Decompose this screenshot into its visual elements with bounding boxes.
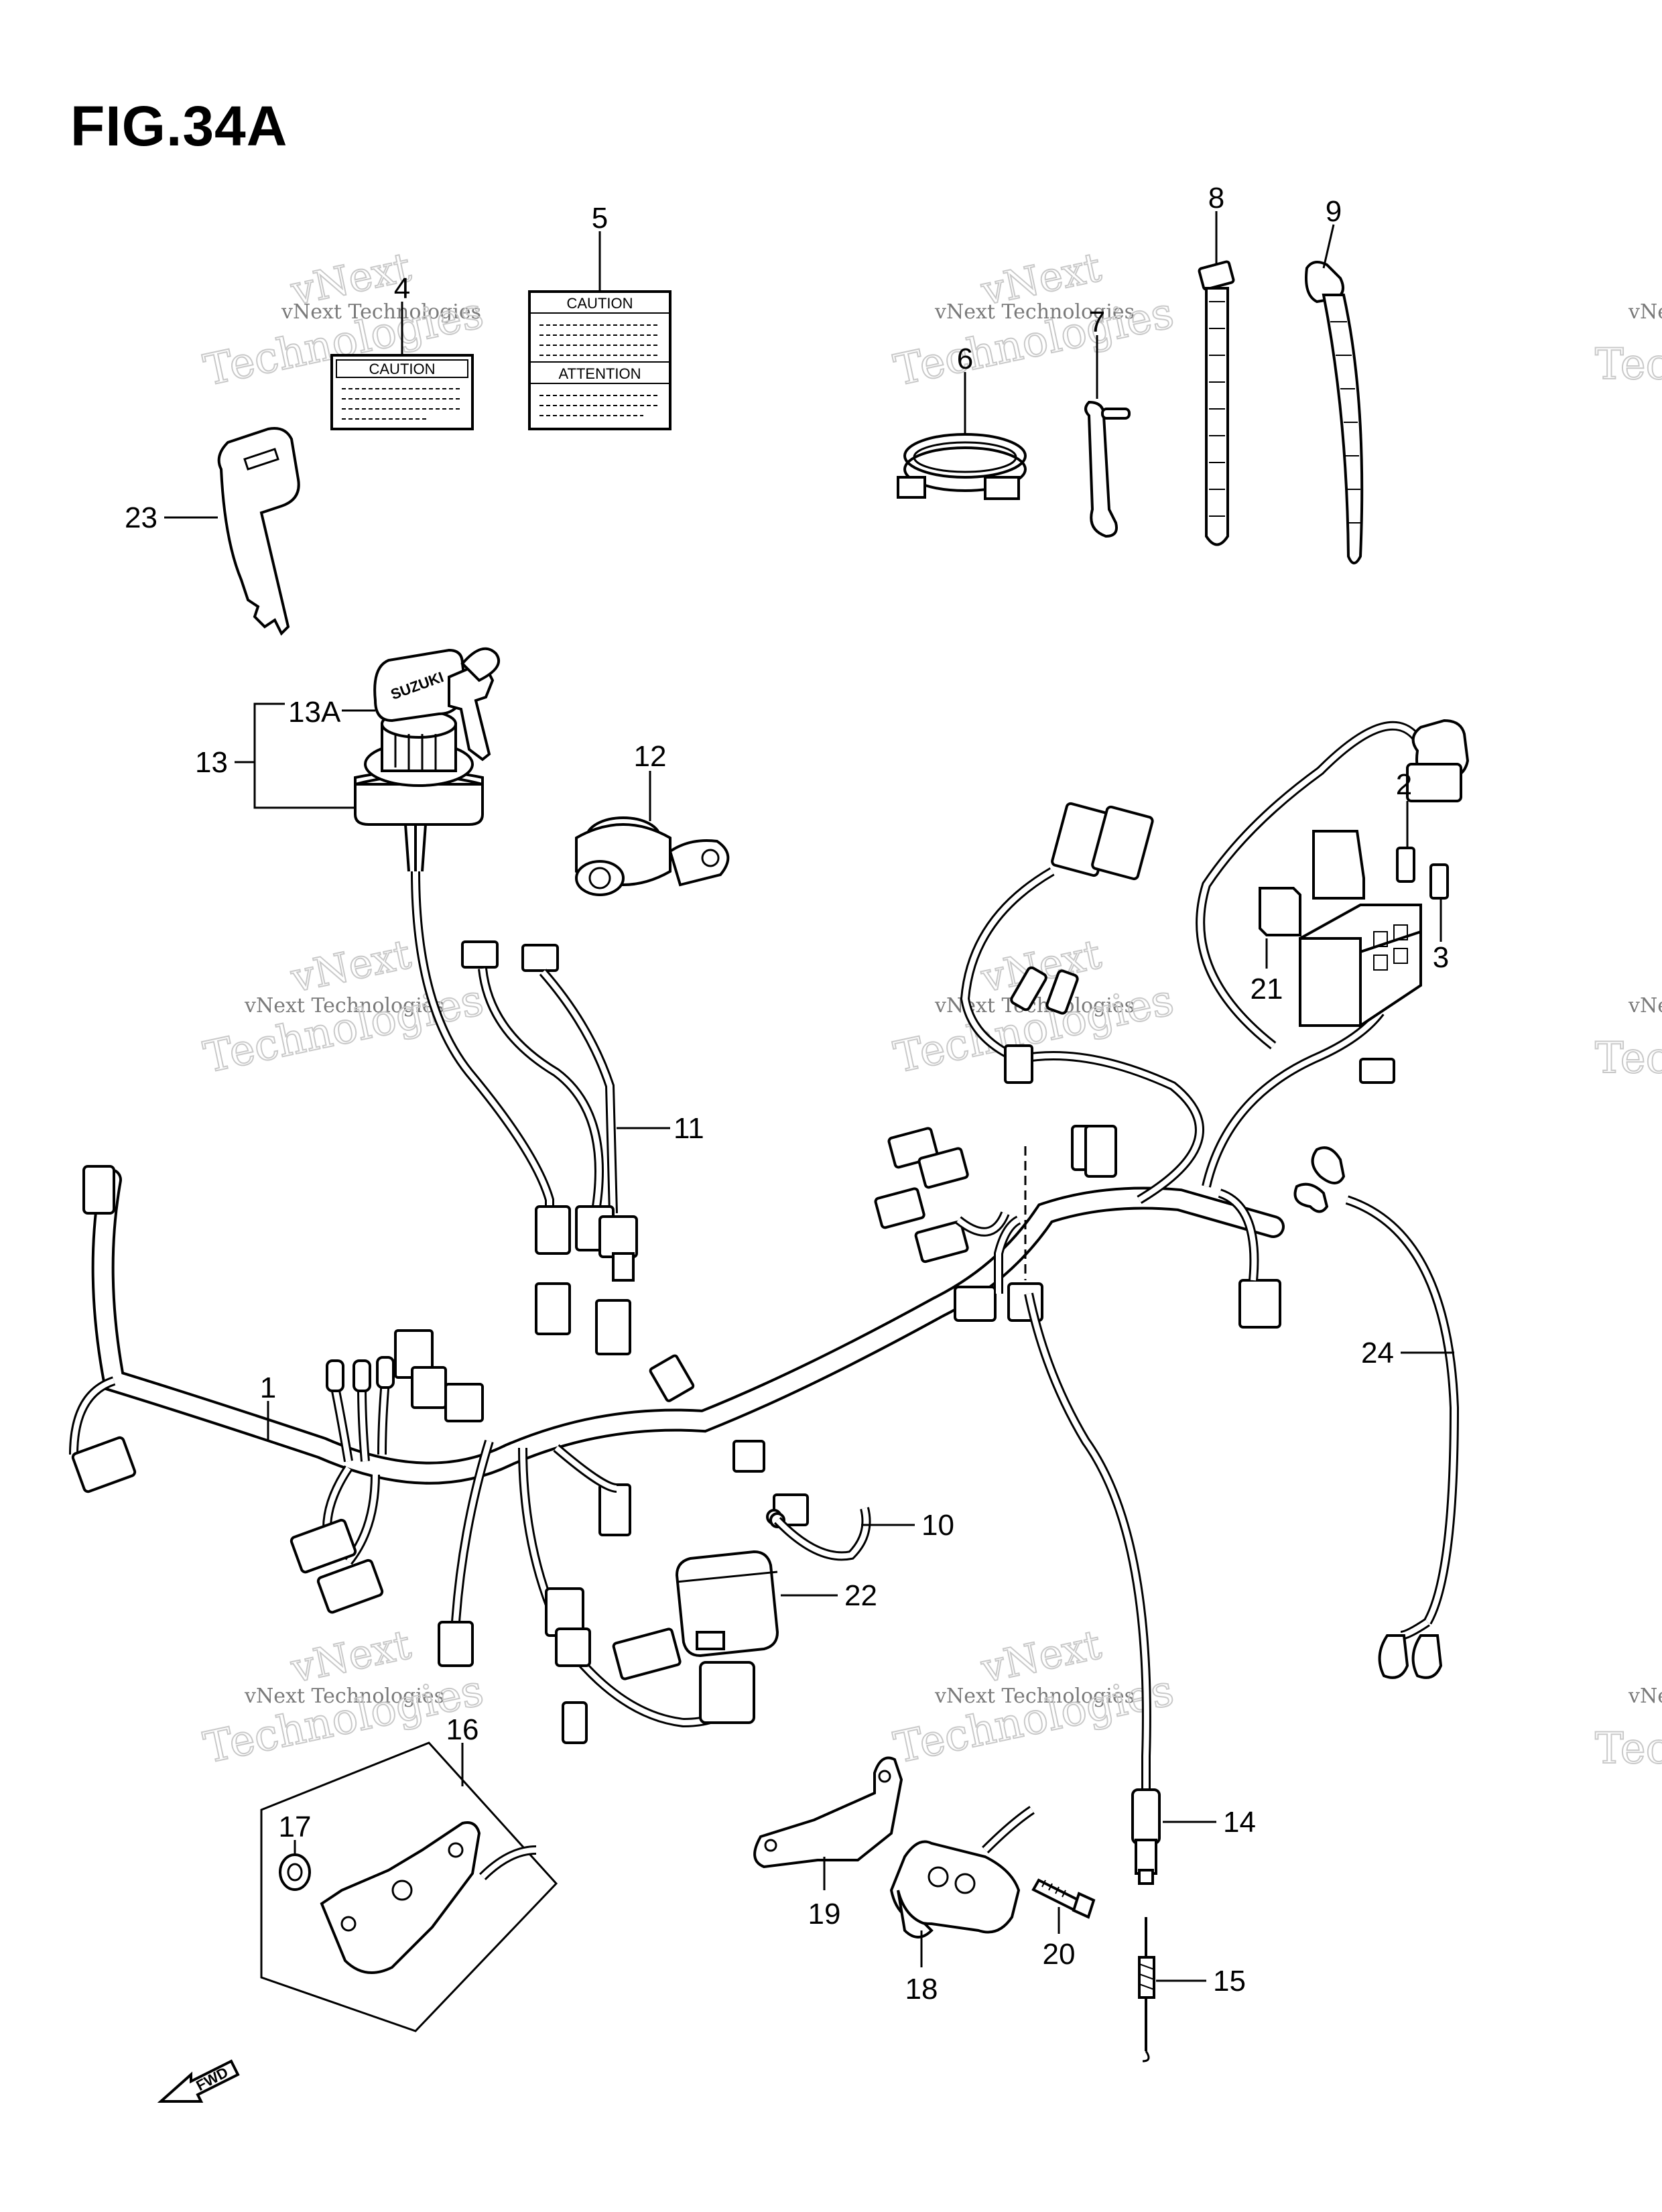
svg-text:vNext Technologies: vNext Technologies <box>244 1684 444 1708</box>
callout-23: 23 <box>125 501 157 534</box>
callout-17: 17 <box>279 1810 312 1843</box>
callout-2: 2 <box>1396 768 1412 801</box>
callout-18: 18 <box>905 1973 938 2006</box>
part-7-clip <box>1084 400 1131 538</box>
svg-text:Technologies: Technologies <box>1595 340 1662 389</box>
svg-text:vNext Technologies: vNext Technologies <box>934 300 1135 324</box>
callout-12: 12 <box>634 740 667 773</box>
part-3-fuse <box>1396 847 1449 900</box>
callout-1: 1 <box>260 1371 276 1404</box>
svg-text:vNext Technologies: vNext Technologies <box>934 1684 1135 1708</box>
svg-text:vNext Technologies: vNext Technologies <box>1628 994 1662 1018</box>
part-11-sub-harness <box>461 940 638 1282</box>
part-14-sensor-lead <box>1024 1292 1161 1885</box>
part-21-relay <box>1259 887 1301 936</box>
callout-4: 4 <box>394 272 410 305</box>
watermark-bottom-center: vNext vNext Technologies Technologies <box>889 1621 1179 1774</box>
part-20-bolt <box>1031 1878 1096 1919</box>
part-17-bushing <box>279 1853 311 1891</box>
part-15-spring-pin <box>1138 1917 1155 2063</box>
svg-text:Technologies: Technologies <box>1595 1034 1662 1083</box>
part-18-sensor <box>889 1806 1035 1939</box>
callout-13a: 13A <box>288 696 341 729</box>
part-10-ground-wire <box>769 1507 871 1561</box>
callout-13: 13 <box>195 746 228 779</box>
callout-3: 3 <box>1433 941 1449 974</box>
callout-10: 10 <box>921 1509 954 1542</box>
svg-text:vNext: vNext <box>287 931 415 1002</box>
part-8-cable-tie <box>1198 260 1235 546</box>
part-24-lead-wire <box>1293 1146 1460 1679</box>
part-13a-key-pair: SUZUKI <box>373 647 501 761</box>
callout-21: 21 <box>1251 973 1283 1005</box>
part-1-main-wiring-harness <box>69 721 1425 1744</box>
part-16-sensor-kit <box>320 1821 537 1974</box>
svg-text:vNext: vNext <box>287 1621 415 1693</box>
callout-7: 7 <box>1089 306 1105 339</box>
watermark-mid-left: vNext vNext Technologies Technologies <box>199 930 489 1084</box>
fwd-arrow-icon: FWD <box>157 2059 240 2103</box>
part-9-cable-tie <box>1305 261 1364 564</box>
callout-20: 20 <box>1043 1938 1076 1971</box>
part-12-switch-socket <box>575 816 730 896</box>
watermark-top-center: vNext vNext Technologies Technologies <box>889 243 1179 397</box>
callout-5: 5 <box>592 202 608 235</box>
svg-text:vNext: vNext <box>977 931 1105 1002</box>
fuse-box <box>1299 830 1422 1028</box>
part-19-bracket <box>753 1756 903 1869</box>
callout-9: 9 <box>1326 195 1342 228</box>
callout-11: 11 <box>674 1112 704 1145</box>
part-5-caution-attention-label: CAUTION ATTENTION <box>528 290 672 430</box>
callout-15: 15 <box>1213 1965 1246 1998</box>
callout-19: 19 <box>808 1898 841 1930</box>
part-13-switch-wires <box>404 824 427 872</box>
part-23-key <box>217 427 300 636</box>
figure-title: FIG.34A <box>70 95 288 158</box>
part-6-clamp <box>897 433 1027 500</box>
ignition-cable-connector <box>535 1205 571 1255</box>
part-22-relay-module <box>675 1550 779 1658</box>
watermark-right-edge: vNext Technologies Technologies vNext Te… <box>1594 300 1662 1774</box>
part-16-sensor-kit-frame <box>260 1741 558 2032</box>
part-2-fuse-cap <box>1406 719 1470 802</box>
svg-text:CAUTION: CAUTION <box>369 361 436 377</box>
callout-14: 14 <box>1223 1806 1256 1839</box>
callout-24: 24 <box>1361 1337 1394 1369</box>
svg-text:Technologies: Technologies <box>1595 1724 1662 1774</box>
part-4-caution-label: CAUTION <box>330 354 474 430</box>
svg-text:vNext Technologies: vNext Technologies <box>1628 300 1662 324</box>
svg-text:vNext: vNext <box>977 1621 1105 1693</box>
callout-8: 8 <box>1208 182 1224 214</box>
svg-text:vNext Technologies: vNext Technologies <box>281 300 481 324</box>
part-13-ignition-switch <box>354 709 484 826</box>
callout-6: 6 <box>957 343 973 375</box>
svg-text:vNext Technologies: vNext Technologies <box>244 994 444 1018</box>
svg-text:CAUTION: CAUTION <box>567 295 633 312</box>
callout-16: 16 <box>446 1713 479 1746</box>
svg-text:FWD: FWD <box>193 2064 231 2095</box>
svg-text:ATTENTION: ATTENTION <box>558 365 641 382</box>
svg-text:vNext Technologies: vNext Technologies <box>1628 1684 1662 1708</box>
callout-22: 22 <box>844 1579 877 1612</box>
